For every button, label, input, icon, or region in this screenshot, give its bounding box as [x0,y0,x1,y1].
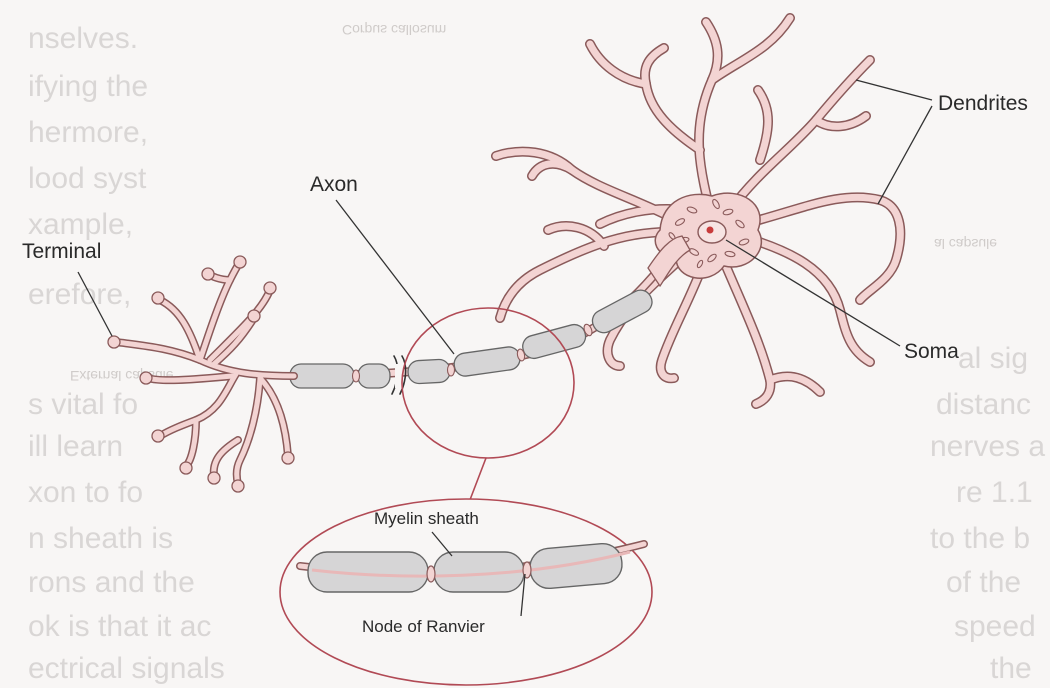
dendrites-leader-lower [878,106,932,204]
node-of-ranvier-label: Node of Ranvier [362,617,485,636]
myelin-sheath-label: Myelin sheath [374,509,479,528]
myelin-sheath-segments [290,286,656,388]
axon-terminals [108,256,294,492]
nucleolus [707,227,714,234]
node [353,370,360,382]
dendrites-leader-upper [856,80,932,100]
soma-label: Soma [904,340,959,363]
dendrites-label: Dendrites [938,92,1028,115]
axon-label: Axon [310,173,358,196]
callout-connector [468,458,486,505]
enlarged-myelin-segment [528,542,623,590]
enlarged-node [427,566,435,582]
myelin-segment [290,364,354,388]
myelin-segment [520,322,588,361]
node [448,364,455,376]
labels: Terminal Axon Dendrites Soma [22,80,1028,363]
terminal-leader [78,272,112,336]
axon [290,236,690,394]
myelin-segment [407,359,450,384]
myelin-segment [589,286,656,336]
myelin-segment [358,364,390,388]
myelin-segment [453,346,522,378]
terminal-label: Terminal [22,240,101,263]
axon-leader [336,200,454,354]
